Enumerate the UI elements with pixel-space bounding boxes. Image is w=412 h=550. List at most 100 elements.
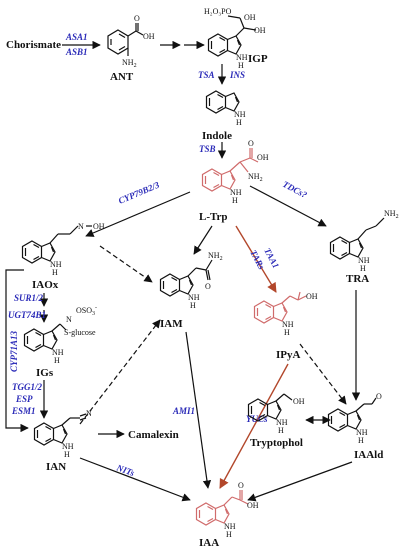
svg-text:NH2: NH2: [248, 172, 263, 183]
compound-tryptophol: Tryptophol: [250, 437, 303, 449]
enzyme-tsa: TSA: [198, 70, 215, 80]
arrow-ian-iaa: [79, 457, 191, 502]
arrow-ltrp-ipya: [235, 225, 277, 293]
svg-text:O: O: [248, 139, 254, 148]
svg-text:O: O: [238, 481, 244, 490]
ant-structure: O OH NH2: [107, 14, 155, 69]
svg-text:O: O: [376, 392, 382, 401]
svg-text:H: H: [358, 436, 364, 445]
arrow-iaox-iam: [99, 245, 153, 283]
svg-text:NH: NH: [282, 320, 294, 329]
svg-text:H: H: [284, 328, 290, 337]
enzyme-asb1: ASB1: [65, 47, 88, 57]
compound-iaald: IAAld: [354, 449, 383, 461]
svg-text:H: H: [64, 450, 70, 459]
svg-text:NH: NH: [62, 442, 74, 451]
compound-ltrp: L-Trp: [199, 211, 228, 223]
compound-iam: IAM: [160, 318, 183, 330]
enzyme-esm1: ESM1: [11, 406, 36, 416]
ian-structure: NH H N: [33, 409, 92, 459]
svg-text:S-glucose: S-glucose: [64, 328, 96, 337]
compound-tra: TRA: [346, 273, 369, 285]
arrow-iam-iaa: [185, 331, 212, 489]
svg-text:NH: NH: [50, 260, 62, 269]
igs-oso3: OSO3-: [76, 305, 97, 317]
svg-text:H: H: [236, 118, 242, 127]
enzyme-sur12: SUR1/2: [14, 293, 44, 303]
enzyme-yucs: YUCs: [246, 414, 268, 424]
svg-text:H: H: [238, 61, 244, 70]
ipya-structure: NH H OH: [253, 291, 318, 337]
iaald-structure: NH H O: [327, 392, 382, 445]
svg-text:NH: NH: [224, 522, 236, 531]
enzyme-cyp79b23: CYP79B2/3: [117, 179, 161, 205]
compound-chorismate: Chorismate: [6, 39, 61, 51]
svg-text:NH: NH: [358, 256, 370, 265]
igp-phosphate: H₂O₃PO: [204, 7, 232, 16]
indole-structure: NH H: [205, 90, 246, 127]
svg-text:N: N: [66, 315, 72, 324]
compound-igp: IGP: [248, 53, 268, 65]
iaox-structure: NH H N OH: [21, 222, 105, 277]
enzyme-ami1: AMI1: [172, 406, 195, 416]
compound-iaox: IAOx: [32, 279, 59, 291]
enzyme-tsb: TSB: [199, 144, 216, 154]
svg-text:OH: OH: [244, 13, 256, 22]
svg-text:H: H: [360, 264, 366, 273]
arrow-ian-iam: [79, 319, 161, 425]
svg-text:NH2: NH2: [208, 251, 223, 262]
compound-ant: ANT: [110, 71, 134, 83]
svg-text:OH: OH: [247, 501, 259, 510]
ltrp-structure: NH H O OH NH2: [201, 139, 269, 205]
svg-text:NH: NH: [356, 428, 368, 437]
svg-text:H: H: [52, 268, 58, 277]
svg-text:H: H: [190, 301, 196, 310]
igs-structure: NH H N OSO3- S-glucose: [23, 305, 97, 365]
iam-structure: NH H O NH2: [159, 251, 223, 310]
svg-text:OH: OH: [254, 26, 266, 35]
compound-camalexin: Camalexin: [128, 429, 179, 441]
arrow-iaox-ian: [5, 269, 29, 433]
compound-iaa: IAA: [199, 537, 219, 549]
svg-text:H: H: [54, 356, 60, 365]
ant-oh: OH: [143, 32, 155, 41]
svg-text:OH: OH: [257, 153, 269, 162]
svg-text:N: N: [86, 409, 92, 418]
svg-text:O: O: [205, 282, 211, 291]
svg-text:NH: NH: [188, 293, 200, 302]
svg-text:OH: OH: [306, 292, 318, 301]
arrow-ipya-iaa: [219, 363, 289, 489]
svg-text:H: H: [232, 196, 238, 205]
svg-text:NH: NH: [230, 188, 242, 197]
compound-ian: IAN: [46, 461, 66, 473]
enzyme-asa1: ASA1: [65, 32, 88, 42]
tryptophol-structure: NH H OH: [247, 393, 305, 435]
svg-text:OH: OH: [293, 397, 305, 406]
enzyme-esp: ESP: [15, 394, 33, 404]
enzyme-ugt74b1: UGT74B1: [8, 310, 46, 320]
enzyme-tdcs: TDCs?: [281, 179, 309, 200]
iaa-structure: NH H O OH: [195, 481, 259, 539]
compound-indole: Indole: [202, 130, 232, 142]
igp-structure: NH H OH OH H₂O₃PO: [204, 7, 266, 70]
enzyme-ins: INS: [229, 70, 245, 80]
tra-structure: NH H NH2: [329, 209, 399, 273]
svg-text:N: N: [78, 222, 84, 231]
compound-ipya: IPyA: [276, 349, 301, 361]
arrow-iaald-iaa: [247, 461, 353, 502]
ant-o: O: [134, 14, 140, 23]
svg-text:NH: NH: [52, 348, 64, 357]
svg-text:NH2: NH2: [384, 209, 399, 220]
svg-text:H: H: [226, 530, 232, 539]
svg-text:NH: NH: [236, 53, 248, 62]
svg-text:H: H: [278, 426, 284, 435]
enzyme-tgg12: TGG1/2: [12, 382, 42, 392]
enzyme-cyp71a13: CYP71A13: [9, 330, 19, 372]
svg-text:NH: NH: [234, 110, 246, 119]
arrow-ltrp-iaox: [85, 191, 191, 237]
arrow-ltrp-tra: [249, 185, 327, 227]
ant-nh2: NH2: [122, 58, 137, 69]
svg-text:OH: OH: [93, 222, 105, 231]
arrow-ipya-iaald: [299, 343, 347, 405]
